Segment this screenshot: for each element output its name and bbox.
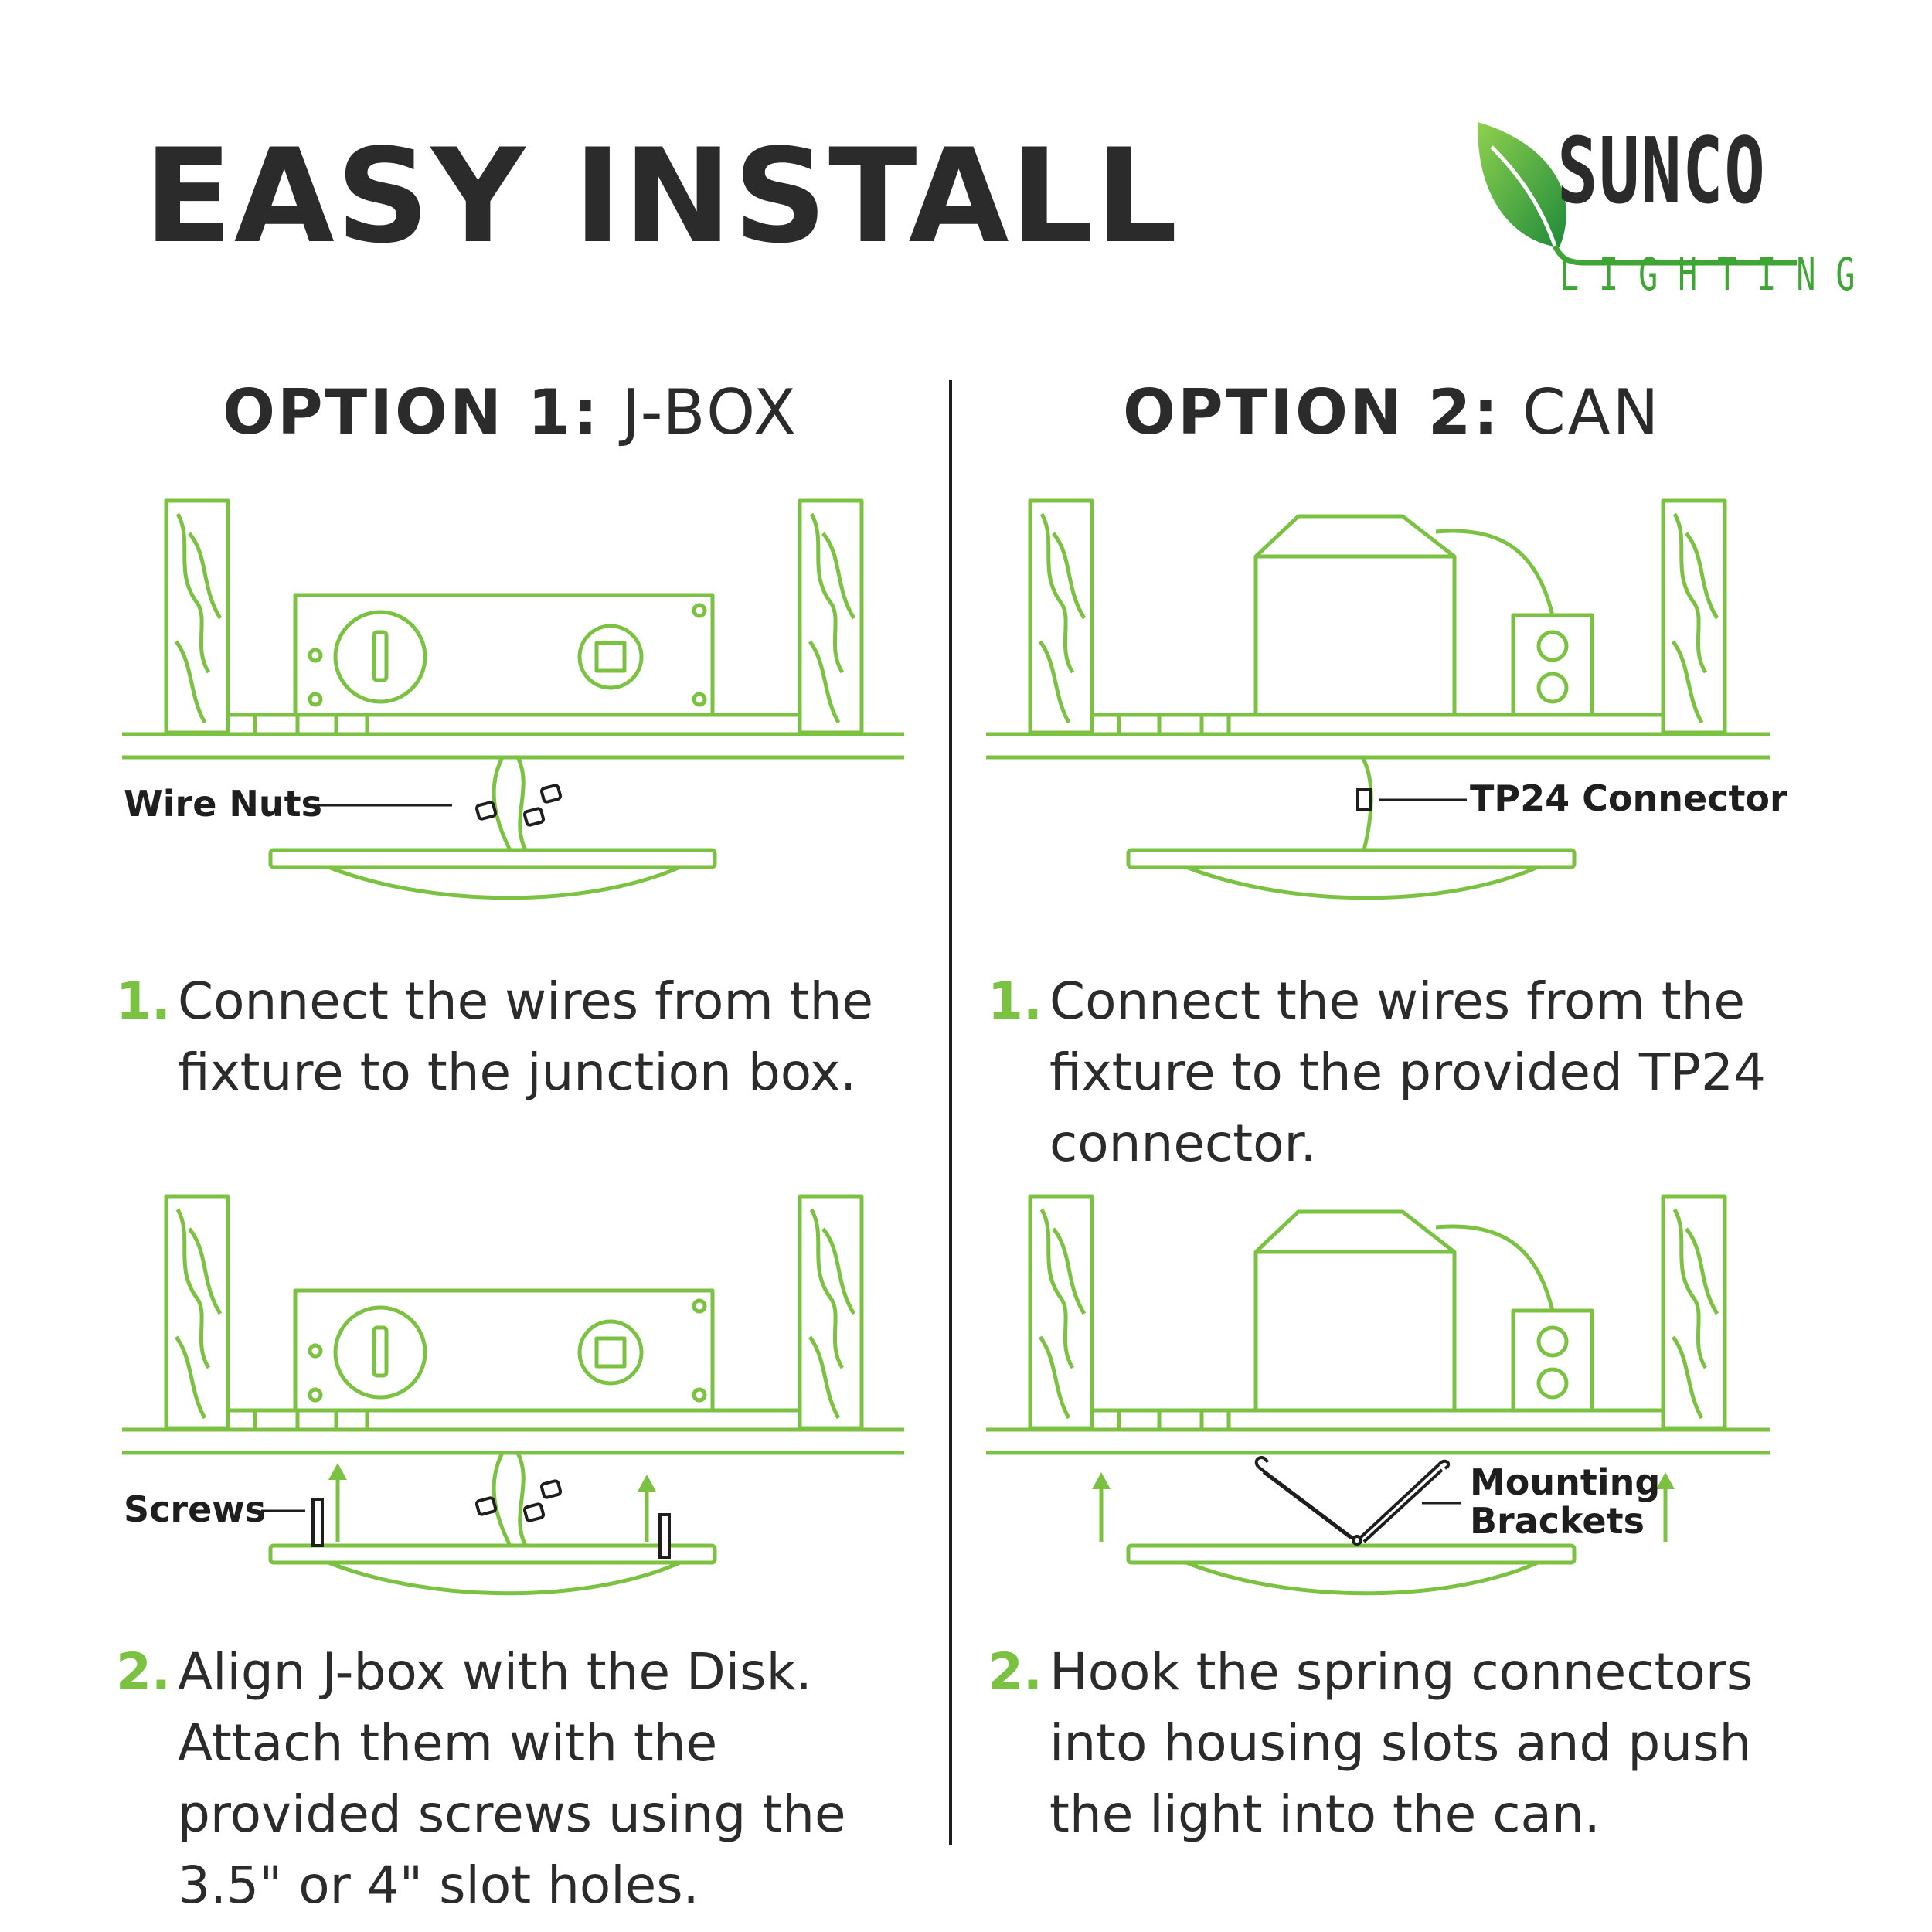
screw-icon — [658, 1513, 671, 1559]
option1-heading-rest: J-BOX — [600, 376, 798, 448]
step-text: Connect the wires from the fixture to th… — [1049, 971, 1766, 1173]
jbox-screws-diagram — [122, 1194, 904, 1596]
push-up-arrow-icon — [1092, 1472, 1111, 1489]
mounting-brackets-icon — [1254, 1456, 1451, 1546]
center-divider — [949, 380, 952, 1845]
option1-heading-bold: OPTION 1: — [223, 376, 600, 448]
wire-nuts-label: Wire Nuts — [124, 783, 323, 825]
can-wiring-diagram — [986, 498, 1770, 900]
mounting-brackets-label-line2: Brackets — [1470, 1500, 1645, 1542]
step-number: 2. — [116, 1642, 171, 1702]
tp24-connector-label: TP24 Connector — [1470, 777, 1787, 819]
leaf-icon — [1477, 122, 1797, 266]
can-brackets-diagram — [986, 1194, 1770, 1596]
tp24-connector-icon — [1356, 788, 1372, 811]
option2-heading-rest: CAN — [1500, 376, 1662, 448]
screw-icon — [311, 1498, 324, 1547]
step-number: 1. — [988, 971, 1043, 1031]
jbox-wiring-diagram — [122, 498, 904, 900]
option1-step1: 1. Connect the wires from the fixture to… — [116, 966, 889, 1108]
option2-heading-bold: OPTION 2: — [1123, 376, 1501, 448]
mounting-brackets-label-line1: Mounting — [1470, 1461, 1661, 1503]
step-text: Align J-box with the Disk. Attach them w… — [178, 1642, 846, 1915]
step-text: Hook the spring connectors into housing … — [1049, 1642, 1753, 1844]
brand-subtitle: LIGHTING — [1560, 248, 1876, 301]
screws-label: Screws — [124, 1488, 267, 1530]
page-title: EASY INSTALL — [144, 121, 1179, 272]
brand-name: SUNCO — [1557, 117, 1767, 224]
option1-step2: 2. Align J-box with the Disk. Attach the… — [116, 1637, 873, 1921]
option2-heading: OPTION 2: CAN — [1123, 382, 1661, 444]
option2-step1: 1. Connect the wires from the fixture to… — [988, 966, 1900, 1179]
step-number: 1. — [116, 971, 171, 1031]
push-up-arrow-icon — [1656, 1472, 1675, 1489]
sunco-logo: SUNCO LIGHTING — [1468, 116, 1855, 309]
option2-step2: 2. Hook the spring connectors into housi… — [988, 1637, 1760, 1850]
mounting-brackets-label: Mounting Brackets — [1470, 1463, 1660, 1540]
step-number: 2. — [988, 1642, 1043, 1702]
step-text: Connect the wires from the fixture to th… — [178, 971, 874, 1102]
option1-heading: OPTION 1: J-BOX — [223, 382, 798, 444]
